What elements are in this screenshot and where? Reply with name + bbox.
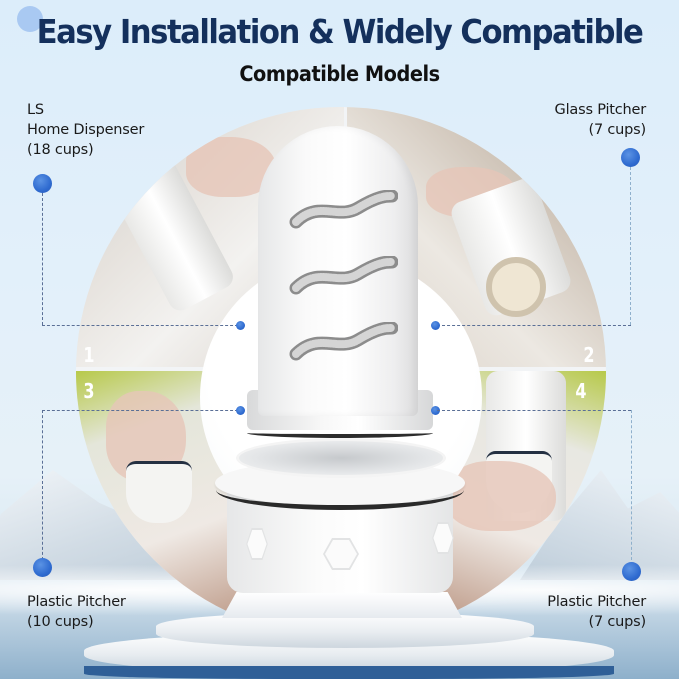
callout-line: LS bbox=[27, 102, 44, 118]
anchor-dot-icon bbox=[431, 406, 440, 415]
dashed-connector bbox=[42, 410, 43, 560]
mesh-slot-icon bbox=[289, 322, 398, 361]
page-subtitle: Compatible Models bbox=[239, 62, 440, 86]
callout-plastic-pitcher-7: Plastic Pitcher (7 cups) bbox=[547, 592, 646, 632]
callout-line: (10 cups) bbox=[27, 614, 94, 630]
product-stand bbox=[222, 592, 462, 618]
callout-line: Home Dispenser bbox=[27, 122, 145, 138]
pedestal-upper bbox=[156, 612, 534, 648]
quadrant-number-4: 4 bbox=[575, 379, 587, 403]
filter-mesh-plate bbox=[236, 438, 446, 478]
anchor-dot-icon bbox=[431, 321, 440, 330]
filter-body bbox=[258, 126, 418, 416]
callout-line: (18 cups) bbox=[27, 142, 94, 158]
quadrant-number-3: 3 bbox=[83, 379, 95, 403]
callout-line: (7 cups) bbox=[588, 122, 647, 138]
callout-line: Plastic Pitcher bbox=[547, 594, 646, 610]
dashed-connector bbox=[42, 193, 43, 325]
mesh-slot-icon bbox=[289, 190, 398, 229]
o-ring-upper bbox=[247, 428, 433, 438]
mesh-slot-icon bbox=[289, 256, 398, 295]
quadrant-number-1: 1 bbox=[83, 343, 95, 367]
hexagon-emboss-icon bbox=[432, 522, 454, 554]
o-ring-lower bbox=[216, 470, 464, 510]
callout-line: Plastic Pitcher bbox=[27, 594, 126, 610]
anchor-dot-icon bbox=[236, 406, 245, 415]
dashed-connector bbox=[631, 410, 632, 560]
callout-glass-pitcher: Glass Pitcher (7 cups) bbox=[554, 100, 647, 140]
page-title: Easy Installation & Widely Compatible bbox=[36, 12, 644, 51]
callout-dot-icon bbox=[622, 562, 641, 581]
dashed-connector bbox=[630, 167, 631, 325]
callout-line: (7 cups) bbox=[588, 614, 647, 630]
hexagon-emboss-icon bbox=[323, 538, 359, 570]
dashed-connector bbox=[42, 410, 238, 411]
anchor-dot-icon bbox=[236, 321, 245, 330]
callout-dot-icon bbox=[33, 174, 52, 193]
hexagon-emboss-icon bbox=[246, 528, 268, 560]
dashed-connector bbox=[42, 325, 238, 326]
dashed-connector bbox=[437, 410, 631, 411]
callout-dot-icon bbox=[33, 558, 52, 577]
dashed-connector bbox=[437, 325, 631, 326]
callout-dot-icon bbox=[621, 148, 640, 167]
callout-home-dispenser: LS Home Dispenser (18 cups) bbox=[27, 100, 144, 160]
callout-line: Glass Pitcher bbox=[554, 102, 647, 118]
decorative-circle bbox=[17, 6, 43, 32]
quadrant-number-2: 2 bbox=[583, 343, 595, 367]
pedestal-edge bbox=[84, 666, 614, 679]
callout-plastic-pitcher-10: Plastic Pitcher (10 cups) bbox=[27, 592, 126, 632]
